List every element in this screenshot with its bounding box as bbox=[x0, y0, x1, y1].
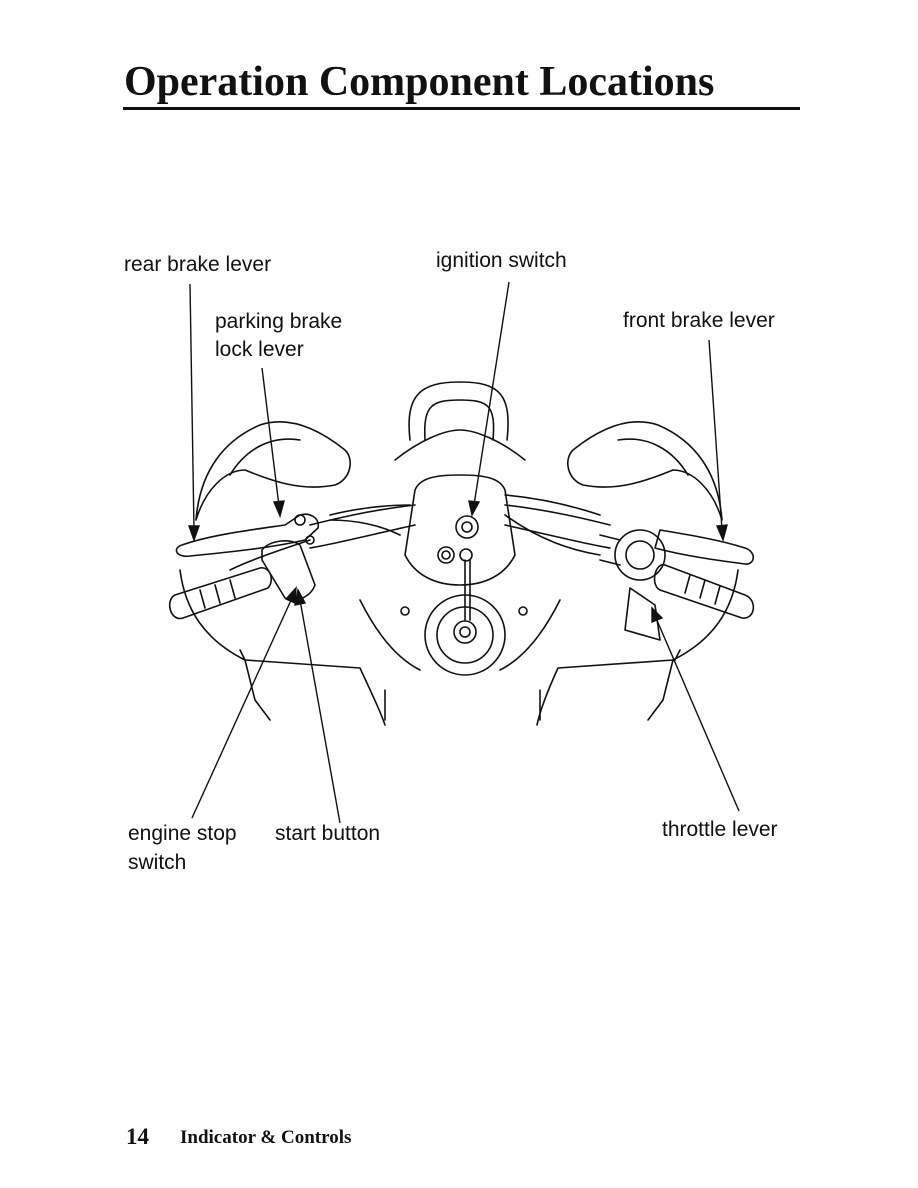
right-brake-lever bbox=[654, 529, 755, 565]
label-engine-stop-line1: engine stop bbox=[128, 822, 237, 845]
label-rear-brake-lever: rear brake lever bbox=[124, 253, 272, 276]
body-outline bbox=[179, 569, 386, 726]
right-mirror-outline bbox=[567, 421, 723, 521]
ignition-key bbox=[455, 515, 479, 539]
title-rule bbox=[123, 107, 800, 110]
left-mirror-outline bbox=[195, 421, 351, 521]
right-handlebar bbox=[504, 504, 611, 549]
center-console bbox=[404, 474, 516, 586]
left-brake-lever bbox=[175, 513, 320, 558]
right-grip bbox=[653, 564, 755, 619]
left-handlebar bbox=[309, 504, 416, 549]
page-title: Operation Component Locations bbox=[124, 59, 715, 105]
left-switch-housing bbox=[261, 540, 316, 601]
throttle-paddle bbox=[624, 587, 661, 641]
label-parking-brake-line2: lock lever bbox=[215, 338, 304, 361]
grab-handle bbox=[408, 381, 509, 441]
label-front-brake-lever: front brake lever bbox=[623, 309, 775, 332]
left-grip bbox=[168, 567, 272, 620]
label-ignition-switch: ignition switch bbox=[436, 249, 567, 272]
right-throttle-housing bbox=[614, 529, 666, 581]
page-number: 14 bbox=[126, 1124, 149, 1149]
label-start-button: start button bbox=[275, 822, 381, 845]
label-throttle-lever: throttle lever bbox=[662, 818, 778, 841]
label-engine-stop-line2: switch bbox=[128, 851, 187, 874]
label-parking-brake-line1: parking brake bbox=[215, 310, 343, 333]
section-title: Indicator & Controls bbox=[180, 1127, 352, 1148]
